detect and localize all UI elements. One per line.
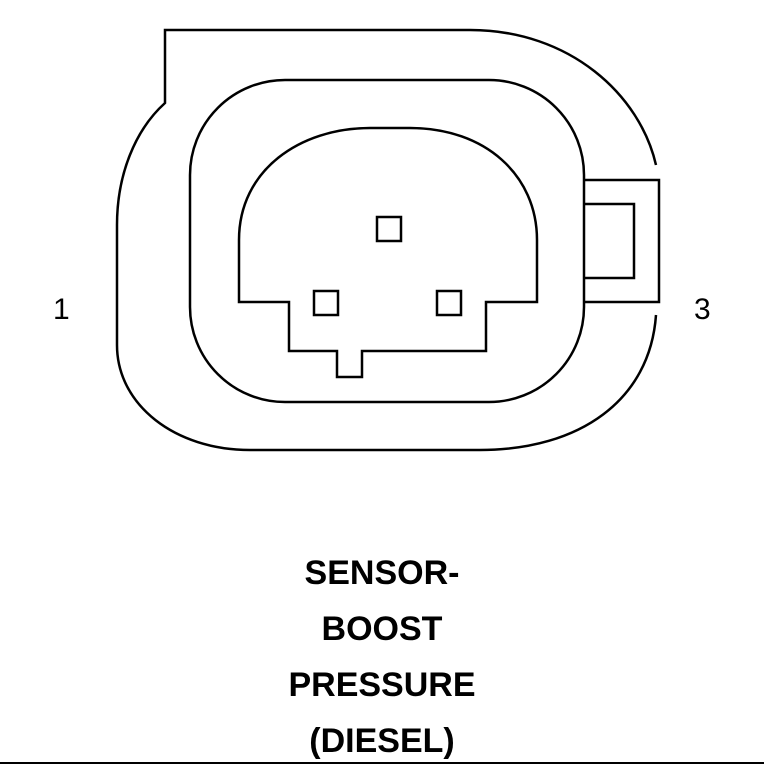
component-caption: SENSOR- BOOST PRESSURE (DIESEL)	[0, 545, 764, 769]
caption-line-4: (DIESEL)	[309, 722, 455, 760]
terminal-pin-left	[312, 289, 340, 317]
terminal-pin-top	[375, 215, 403, 243]
pin-1-label: 1	[53, 293, 70, 326]
caption-line-3: PRESSURE	[288, 666, 476, 704]
locking-tab-inner	[584, 202, 636, 280]
caption-line-1: SENSOR-	[304, 554, 460, 592]
caption-line-2: BOOST	[321, 610, 443, 648]
terminal-pin-right	[435, 289, 463, 317]
connector-inner-shroud	[188, 78, 586, 404]
connector-outer-housing	[115, 28, 658, 452]
pin-3-label: 3	[694, 293, 711, 326]
locking-tab	[584, 178, 661, 304]
terminal-cavity-outline	[237, 126, 539, 379]
bottom-divider	[0, 762, 764, 764]
connector-face-diagram	[115, 28, 661, 452]
